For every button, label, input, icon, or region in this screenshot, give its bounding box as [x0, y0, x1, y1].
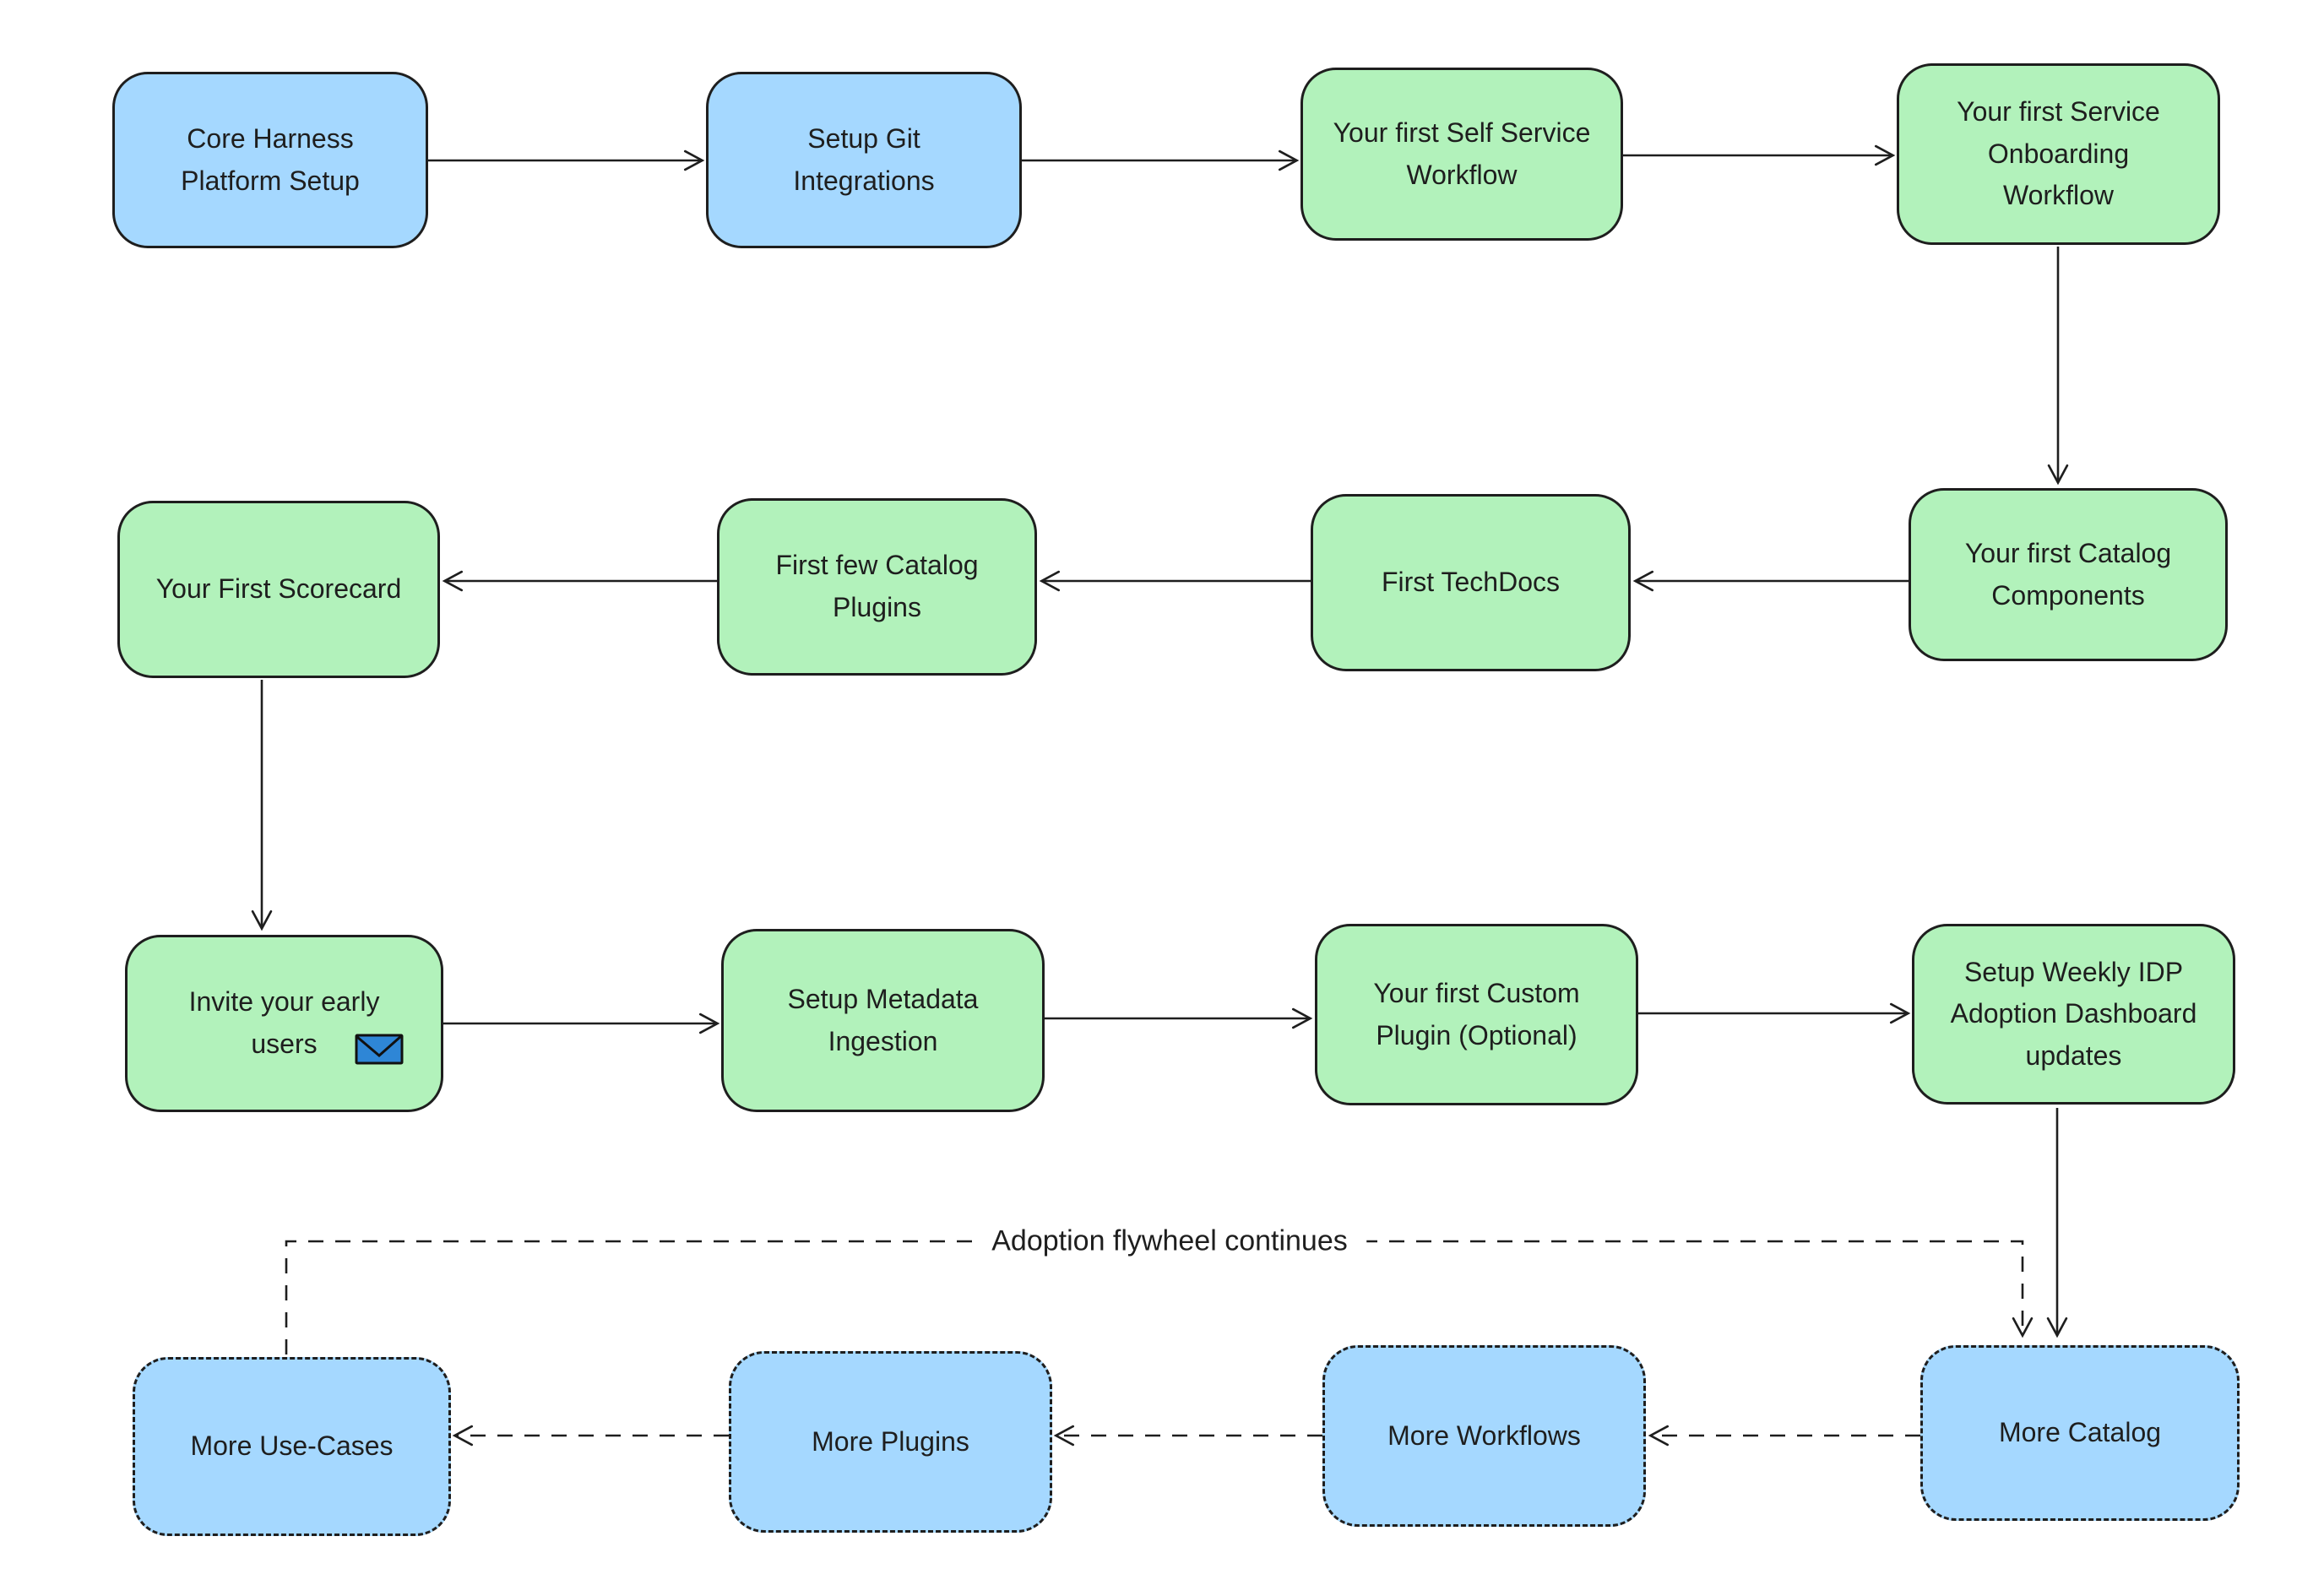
node-more-use-cases: More Use-Cases	[133, 1357, 451, 1536]
node-first-techdocs: First TechDocs	[1311, 494, 1631, 671]
node-first-few-catalog-plugins: First few Catalog Plugins	[717, 498, 1037, 676]
envelope-flap	[356, 1034, 402, 1057]
node-first-scorecard: Your First Scorecard	[117, 501, 440, 678]
envelope-body	[355, 1034, 404, 1065]
flywheel-label: Adoption flywheel continues	[973, 1219, 1366, 1263]
node-weekly-idp-adoption-dashboard: Setup Weekly IDP Adoption Dashboard upda…	[1912, 924, 2235, 1105]
node-invite-early-users: Invite your early users	[125, 935, 443, 1112]
node-more-workflows: More Workflows	[1322, 1345, 1646, 1527]
node-core-harness-platform-setup: Core Harness Platform Setup	[112, 72, 428, 248]
node-first-self-service-workflow: Your first Self Service Workflow	[1300, 68, 1623, 241]
node-setup-git-integrations: Setup Git Integrations	[706, 72, 1022, 248]
node-first-service-onboarding-workflow: Your first Service Onboarding Workflow	[1897, 63, 2220, 245]
node-more-catalog: More Catalog	[1920, 1345, 2240, 1521]
node-first-catalog-components: Your first Catalog Components	[1909, 488, 2228, 661]
node-more-plugins: More Plugins	[729, 1351, 1052, 1533]
envelope-icon	[355, 1034, 404, 1065]
node-first-custom-plugin: Your first Custom Plugin (Optional)	[1315, 924, 1638, 1105]
node-setup-metadata-ingestion: Setup Metadata Ingestion	[721, 929, 1045, 1112]
